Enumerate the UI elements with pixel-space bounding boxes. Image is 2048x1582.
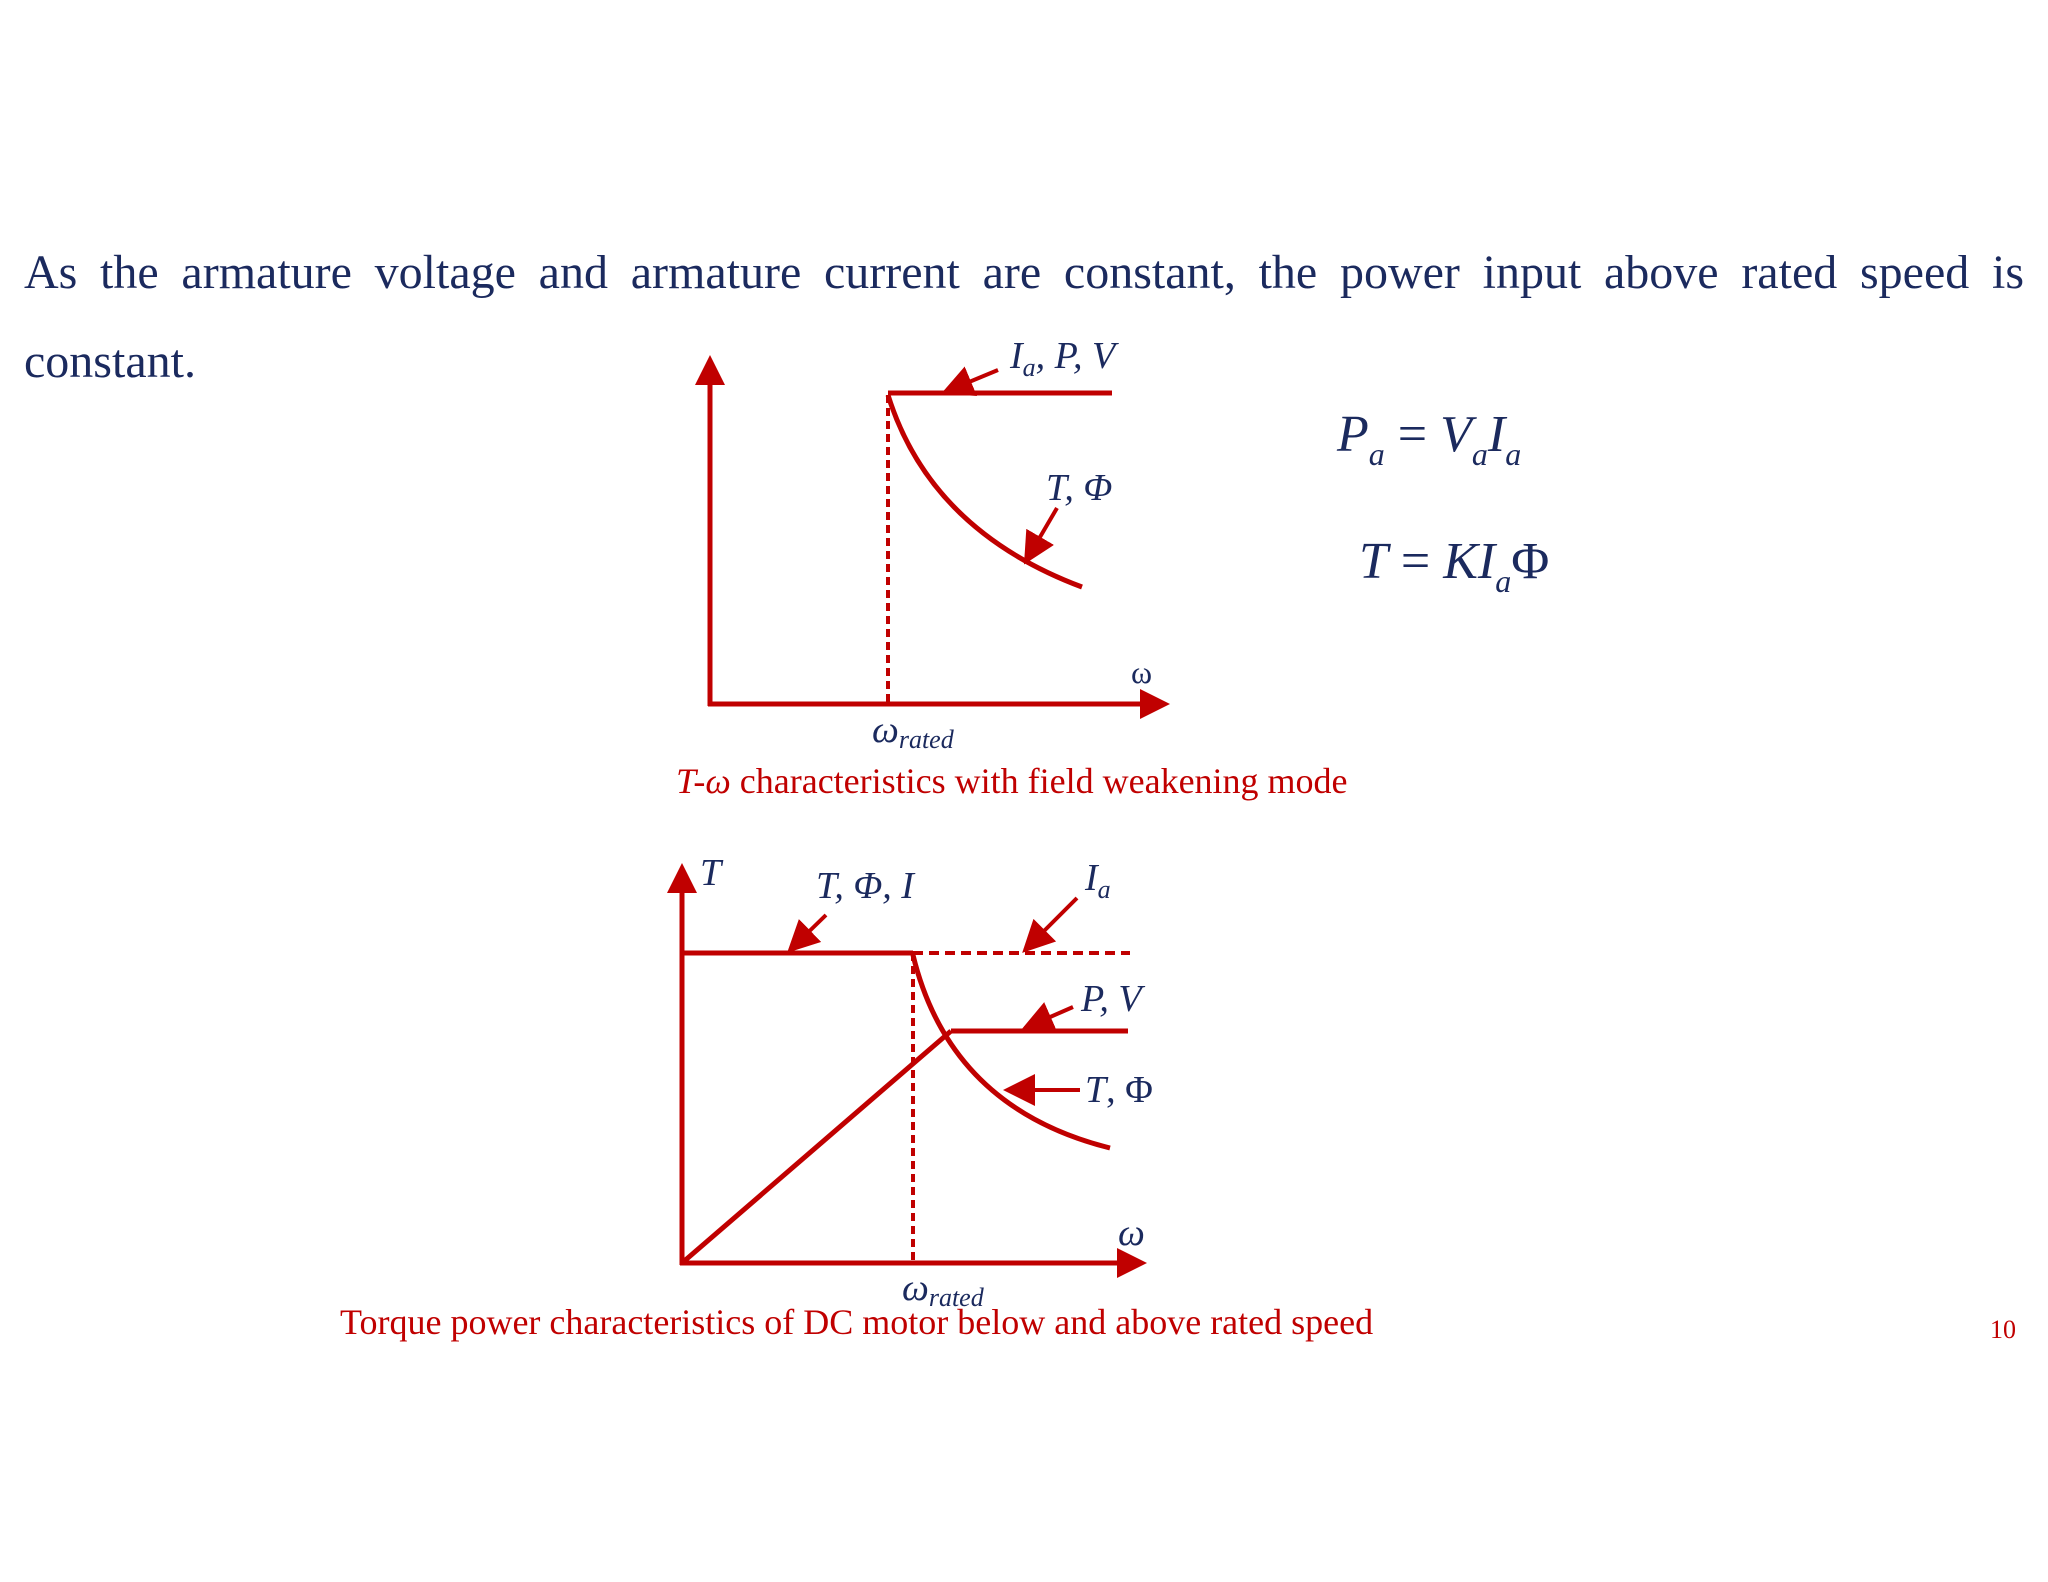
d1-label-torque-flux: T, Φ bbox=[1046, 467, 1112, 509]
body-paragraph: As the armature voltage and armature cur… bbox=[24, 246, 2024, 388]
d2-x-axis-label: ω bbox=[1118, 1212, 1145, 1254]
d2-label-torque-flux: T, Φ bbox=[1085, 1069, 1153, 1111]
equation-torque: T = KIaΦ bbox=[1359, 533, 1549, 599]
d2-y-axis-label: T bbox=[700, 852, 724, 894]
d2-label-p-v: P, V bbox=[1080, 978, 1145, 1020]
d2-power-ramp-line bbox=[680, 1029, 953, 1265]
d2-arrow-p-v bbox=[1021, 1002, 1074, 1032]
equation-power: Pa = VaIa bbox=[1336, 406, 1521, 472]
d1-arrow-ia-p-v bbox=[941, 366, 999, 397]
d2-caption: Torque power characteristics of DC motor… bbox=[340, 1302, 1373, 1342]
d1-arrow-torque-flux bbox=[1023, 506, 1059, 565]
equations: Pa = VaIa T = KIaΦ bbox=[1336, 406, 1549, 599]
d2-label-torque-flux-current: T, Φ, I bbox=[816, 865, 916, 907]
d2-rated-label: ωrated bbox=[902, 1267, 985, 1312]
diagram-torque-power: T T, Φ, I Ia P, V T, Φ ω ωrated Torque p… bbox=[340, 852, 1373, 1342]
page-number: 10 bbox=[1990, 1315, 2016, 1344]
d1-rated-label: ωrated bbox=[872, 709, 955, 754]
d1-x-axis-label: ω bbox=[1131, 654, 1152, 690]
d2-torque-flux-curve bbox=[910, 954, 1111, 1151]
diagram-field-weakening: Ia, P, V T, Φ ω ωrated T-ω characteristi… bbox=[676, 335, 1348, 801]
d2-label-ia: Ia bbox=[1084, 857, 1111, 904]
d1-caption: T-ω characteristics with field weakening… bbox=[676, 761, 1348, 801]
d1-label-ia-p-v: Ia, P, V bbox=[1009, 335, 1119, 382]
d2-arrow-ia bbox=[1022, 896, 1079, 953]
d1-torque-flux-curve bbox=[885, 394, 1083, 590]
d2-arrow-constant bbox=[787, 913, 828, 953]
